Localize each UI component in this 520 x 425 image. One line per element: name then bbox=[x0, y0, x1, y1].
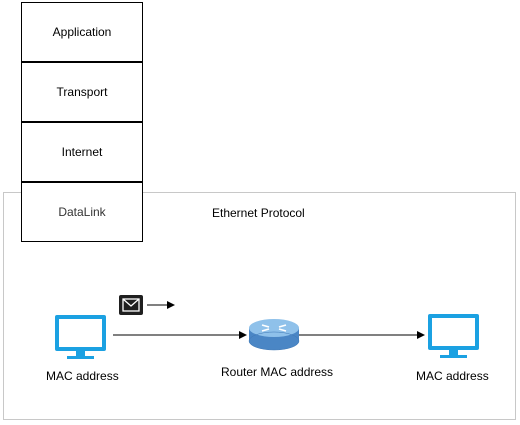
layer-datalink: DataLink bbox=[21, 182, 143, 242]
layer-internet: Internet bbox=[21, 122, 143, 182]
ethernet-frame bbox=[3, 192, 516, 420]
computer-monitor-icon bbox=[428, 314, 479, 358]
router-icon bbox=[248, 319, 300, 351]
envelope-icon bbox=[119, 295, 143, 315]
computer-monitor-icon bbox=[55, 315, 106, 359]
router-label: Router MAC address bbox=[221, 365, 334, 379]
layer-application: Application bbox=[21, 2, 143, 62]
layer-transport: Transport bbox=[21, 62, 143, 122]
right-host-label: MAC address bbox=[416, 369, 489, 383]
frame-title: Ethernet Protocol bbox=[212, 206, 305, 220]
left-host-label: MAC address bbox=[46, 369, 119, 383]
